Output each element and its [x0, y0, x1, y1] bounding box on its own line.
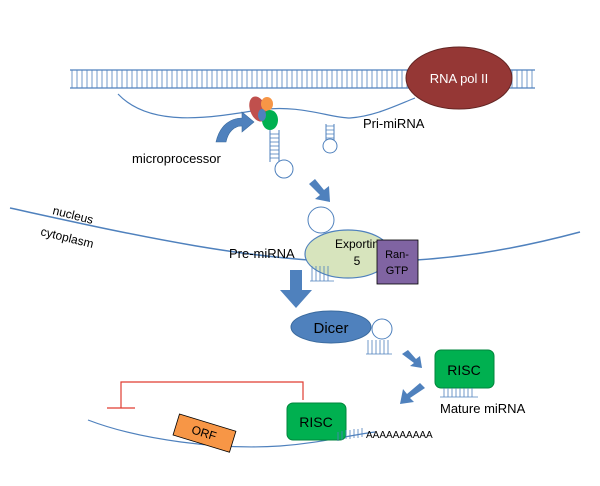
rna-pol-label: RNA pol II: [430, 71, 489, 86]
pre-mirna-stem: [310, 266, 334, 282]
export-arrow: [309, 179, 330, 202]
dicer-label: Dicer: [313, 320, 348, 337]
pri-mirna-transcript: [117, 93, 416, 119]
microprocessor-complex: [249, 96, 278, 130]
exportin-label-1: Exportin: [335, 237, 379, 251]
processed-hairpin: [269, 130, 294, 179]
risc-free: RISC: [434, 349, 495, 398]
orf-box: ORF: [172, 413, 237, 453]
ran-label-2: GTP: [386, 265, 409, 277]
risc-bound-label: RISC: [299, 414, 332, 430]
dicer: Dicer: [290, 310, 372, 344]
microprocessor-label: microprocessor: [132, 151, 222, 166]
nuclear-membrane: [9, 207, 581, 263]
microprocessor-arrow: [215, 111, 255, 143]
ran-label-1: Ran-: [385, 249, 409, 261]
rna-pol-ii: RNA pol II: [405, 46, 513, 110]
pri-mirna-hairpin: [322, 124, 338, 154]
mature-mirna-label: Mature miRNA: [440, 401, 526, 416]
risc-bound: RISC: [286, 402, 363, 441]
risc-free-label: RISC: [447, 362, 480, 378]
pre-mirna-label: Pre-miRNA: [229, 246, 295, 261]
translational-repression: [107, 381, 304, 409]
cytoplasm-label: cytoplasm: [39, 224, 95, 251]
targeting-arrow: [400, 383, 425, 404]
poly-a-tail: AAAAAAAAAA: [366, 430, 433, 441]
ran-gtp: Ran- GTP: [376, 239, 419, 285]
pri-mirna-label: Pri-miRNA: [363, 116, 425, 131]
risc-loading-arrow: [402, 350, 422, 368]
exportin-5: Exportin 5: [304, 229, 392, 279]
exportin-label-2: 5: [354, 254, 361, 268]
pre-mirna-hairpin: [307, 206, 335, 234]
nucleus-label: nucleus: [51, 203, 95, 227]
dicer-arrow: [280, 270, 312, 308]
dicer-duplex: [366, 318, 393, 355]
